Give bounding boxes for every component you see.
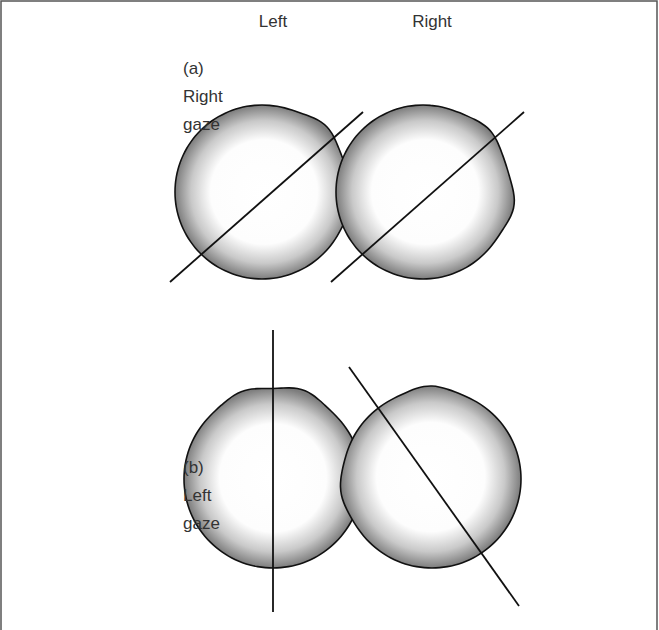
column-heading: Left bbox=[259, 8, 287, 36]
column-heading: Right bbox=[412, 8, 452, 36]
row-label: (b) Left gaze bbox=[183, 454, 235, 538]
axis-line bbox=[170, 112, 363, 282]
row-label: (a) Right gaze bbox=[183, 55, 235, 139]
axis-line bbox=[272, 330, 274, 612]
eye-outline bbox=[340, 386, 521, 568]
axis-line bbox=[349, 367, 519, 606]
axis-line bbox=[331, 112, 524, 282]
